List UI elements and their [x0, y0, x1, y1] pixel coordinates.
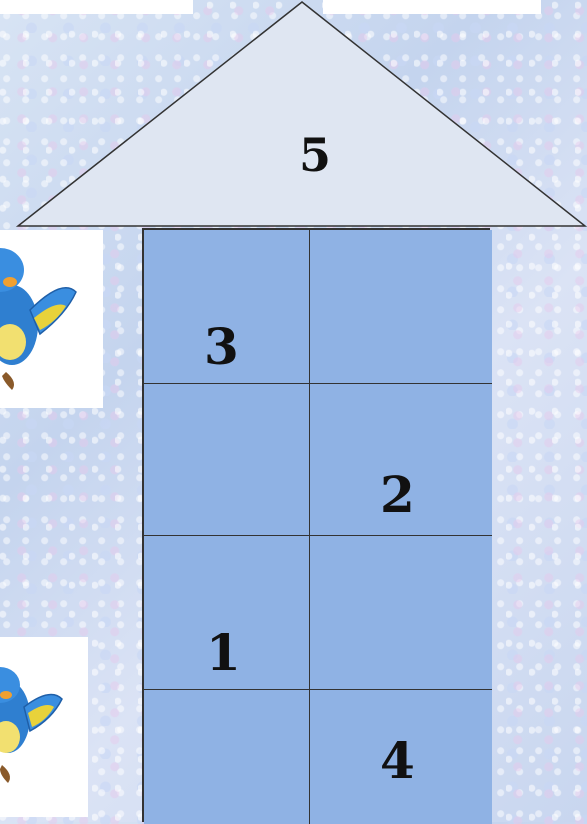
cell-number: 2	[380, 470, 415, 520]
roof	[0, 0, 587, 232]
cell-r1-c1: 3	[144, 230, 310, 384]
bird-card-top	[0, 230, 103, 408]
cell-r4-c1	[144, 690, 310, 824]
cell-number: 4	[380, 736, 415, 786]
cell-r3-c2	[310, 536, 492, 690]
cell-r4-c2: 4	[310, 690, 492, 824]
cell-number: 3	[204, 322, 239, 372]
house-body-grid: 3 2 1 4	[142, 228, 490, 822]
bluebird-icon	[0, 230, 103, 408]
bird-card-bottom	[0, 637, 88, 817]
cell-r2-c1	[144, 384, 310, 536]
cell-r3-c1: 1	[144, 536, 310, 690]
roof-triangle	[18, 2, 585, 226]
roof-number: 5	[282, 128, 348, 182]
cell-r2-c2: 2	[310, 384, 492, 536]
cell-r1-c2	[310, 230, 492, 384]
cell-number: 1	[206, 628, 241, 678]
bluebird-icon	[0, 637, 88, 817]
